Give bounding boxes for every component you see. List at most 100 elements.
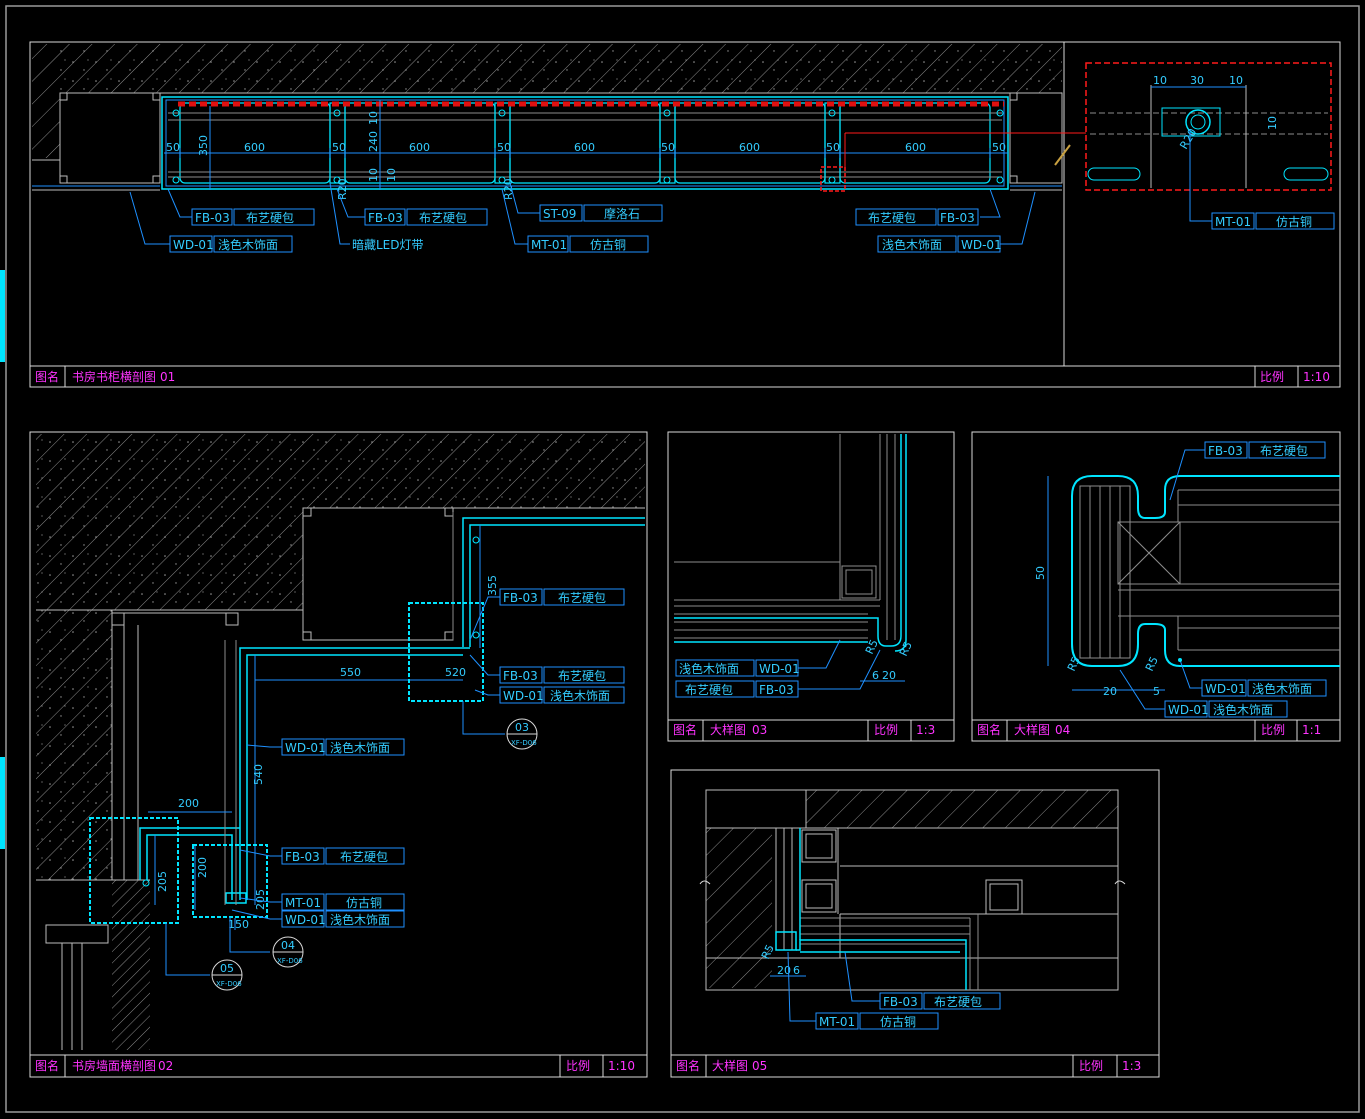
dim-text: R5 (863, 637, 881, 656)
dim-text: 350 (197, 135, 210, 156)
panel-04: 50 R5 R5 20 5 FB-03 布艺硬包 WD-01 浅色木饰面 WD-… (971, 431, 1341, 742)
dim-text: 10 (1266, 116, 1279, 130)
label-code: FB-03 (883, 995, 918, 1009)
dim-text: 200 (196, 857, 209, 878)
scale-value: 1:3 (1122, 1059, 1141, 1073)
dim-text: 50 (1034, 566, 1047, 580)
label-text: 浅色木饰面 (330, 741, 390, 755)
dim-text: 30 (1190, 74, 1204, 87)
label-code: FB-03 (368, 211, 403, 225)
panel-05: R5 20 6 FB-03 布艺硬包 MT-01 仿古铜 图名 大样图 05 比… (670, 769, 1160, 1078)
p03-labels: 浅色木饰面 WD-01 布艺硬包 FB-03 (675, 659, 800, 698)
label-code: MT-01 (819, 1015, 855, 1029)
wall-column (112, 880, 150, 1050)
label-text: 仿古铜 (346, 895, 382, 910)
dim-text: 5 (1153, 685, 1160, 698)
wall-hatch (706, 828, 772, 988)
detail-inset-box (1085, 62, 1332, 191)
label-text: 浅色木饰面 (1252, 682, 1312, 696)
dim-text: 10 (385, 168, 398, 182)
p02-labels: FB-03 布艺硬包 FB-03 布艺硬包 WD-01 浅色木饰面 WD-01 … (281, 588, 625, 928)
callout-ref: XF-D06 (277, 957, 303, 965)
dim-text: 540 (252, 764, 265, 785)
label-code: WD-01 (285, 741, 326, 755)
dim-text: 50 (166, 141, 180, 154)
scale-label: 比例 (1079, 1059, 1103, 1073)
dim-text: R20 (1177, 126, 1199, 151)
callout-number: 04 (281, 939, 295, 952)
dim-text: R5 (1143, 654, 1161, 673)
scale-label: 比例 (874, 723, 898, 737)
label-code: WD-01 (285, 913, 326, 927)
label-text: 仿古铜 (590, 237, 626, 252)
dim-text: 10 (367, 168, 380, 182)
scale-value: 1:10 (1303, 370, 1330, 384)
dim-text: 20 (882, 669, 896, 682)
dim-text: 10 (367, 111, 380, 125)
label-code: WD-01 (1205, 682, 1246, 696)
label-code: FB-03 (503, 591, 538, 605)
panel-02: 355 550 520 540 200 205 200 205 150 (29, 431, 648, 1078)
dim-text: 205 (156, 871, 169, 892)
title-number: 01 (160, 370, 175, 384)
label-text: 布艺硬包 (419, 211, 467, 225)
left-edge-marker (0, 270, 5, 362)
dim-text: 50 (826, 141, 840, 154)
label-text: 浅色木饰面 (882, 238, 942, 252)
label-code: WD-01 (503, 689, 544, 703)
label-code: MT-01 (1215, 215, 1251, 229)
label-text: 摩洛石 (604, 206, 640, 221)
panel-03-frame (667, 431, 955, 742)
dim-text: 600 (574, 141, 595, 154)
dim-text: 20 (777, 964, 791, 977)
label-code: FB-03 (285, 850, 320, 864)
callout-number: 03 (515, 721, 529, 734)
dim-text: 205 (254, 889, 267, 910)
panel-02-frame (29, 431, 648, 1078)
dim-text: 50 (497, 141, 511, 154)
title-label: 图名 (35, 1058, 59, 1073)
detail-box-05 (89, 817, 179, 924)
callout-04: 04 XF-D06 (272, 936, 304, 968)
label-code: WD-01 (961, 238, 1002, 252)
dim-text: 150 (228, 918, 249, 931)
dim-text: R5 (759, 942, 777, 961)
dim-text: R5 (1065, 654, 1083, 673)
panel-01: 50 350 600 50 240 10 600 50 600 50 600 5… (29, 41, 1341, 388)
dim-text: 6 (872, 669, 879, 682)
dim-text: 50 (661, 141, 675, 154)
label-text: 暗藏LED灯带 (352, 237, 424, 252)
label-code: ST-09 (543, 207, 576, 221)
title-number: 02 (158, 1059, 173, 1073)
panel-04-frame (971, 431, 1341, 742)
label-code: FB-03 (759, 683, 794, 697)
dim-text: 50 (332, 141, 346, 154)
label-text: 布艺硬包 (558, 669, 606, 683)
dim-text: 50 (992, 141, 1006, 154)
title-text: 大样图 (710, 722, 746, 737)
title-number: 04 (1055, 723, 1070, 737)
sheet-border (5, 5, 1360, 1113)
p01-detail-inset: 10 30 10 10 R20 MT-01 仿古铜 (1085, 62, 1335, 230)
dim-text: R20 (336, 178, 349, 200)
label-text: 布艺硬包 (685, 683, 733, 697)
label-code: FB-03 (503, 669, 538, 683)
p05-labels: FB-03 布艺硬包 MT-01 仿古铜 (815, 992, 1001, 1030)
scale-value: 1:10 (608, 1059, 635, 1073)
title-label: 图名 (35, 369, 59, 384)
label-code: WD-01 (1168, 703, 1209, 717)
dim-text: 10 (1229, 74, 1243, 87)
title-text: 大样图 (1014, 722, 1050, 737)
title-text: 书房书柜横剖图 (72, 369, 156, 384)
callout-03: 03 XF-D06 (506, 718, 538, 750)
scale-label: 比例 (566, 1059, 590, 1073)
label-text: 布艺硬包 (246, 211, 294, 225)
left-edge-marker (0, 757, 5, 849)
dim-text: 240 (367, 131, 380, 152)
label-code: WD-01 (173, 238, 214, 252)
title-text: 书房墙面横剖图 (72, 1058, 156, 1073)
label-code: FB-03 (1208, 444, 1243, 458)
title-number: 03 (752, 723, 767, 737)
right-pier (1009, 92, 1063, 184)
